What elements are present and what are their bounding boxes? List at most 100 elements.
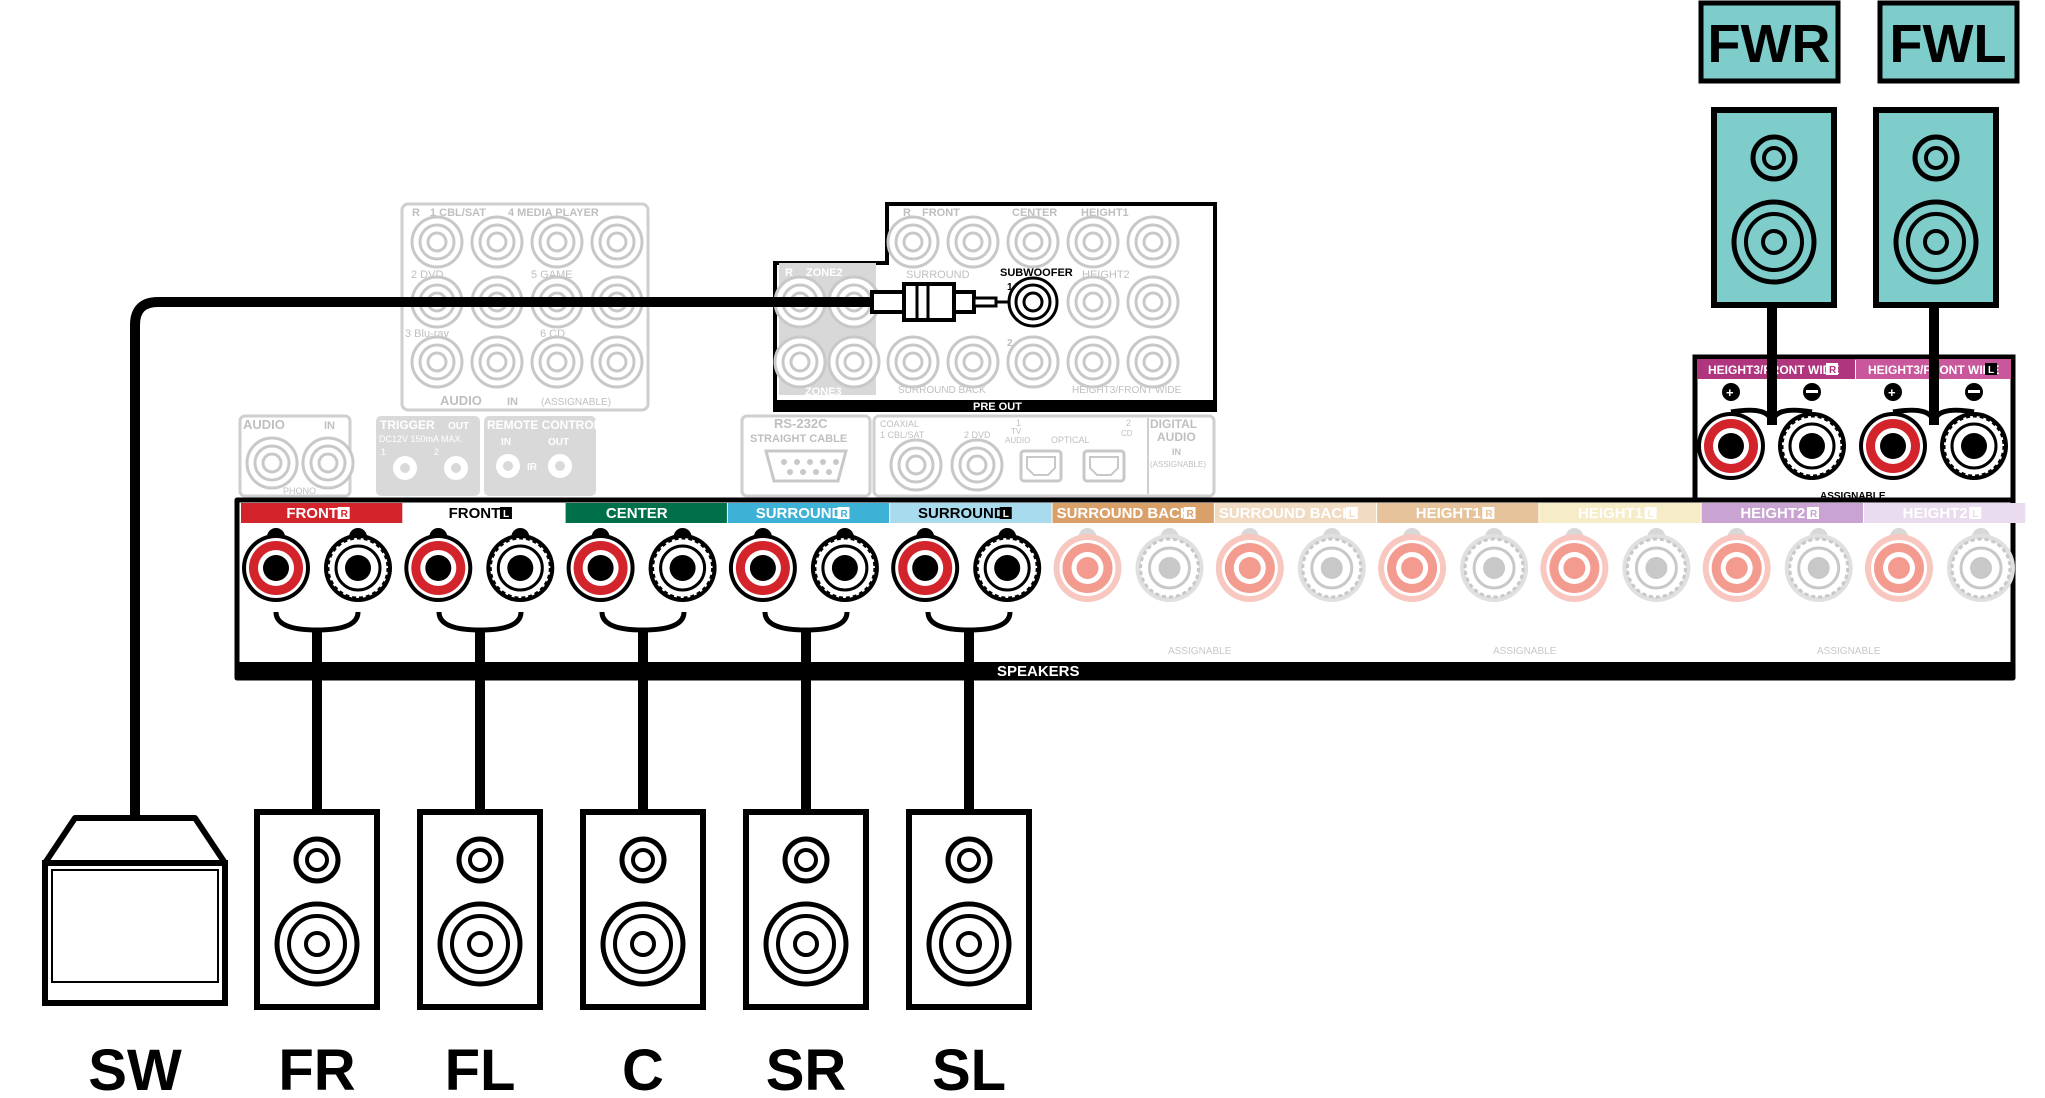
channel-label: FRONT [286, 505, 338, 522]
assignable-label: ASSIGNABLE [1493, 646, 1557, 657]
minus-terminal [1458, 532, 1530, 604]
minus-terminal [1134, 532, 1205, 604]
rca-jack [470, 215, 524, 269]
channel-label: SURROUND BACK [1057, 505, 1191, 522]
label-fr: FR [278, 1038, 355, 1098]
svg-text:R: R [412, 207, 420, 219]
label-sl: SL [932, 1038, 1006, 1098]
channel-label: HEIGHT2 [1903, 505, 1968, 522]
zone3-label: ZONE3 [805, 386, 842, 398]
fwl-label: FWL [1890, 14, 2007, 74]
minus-terminal [809, 532, 881, 604]
coax-cbl: 1 CBL/SAT [880, 430, 925, 440]
audio-in-cbl-sat: 1 CBL/SAT [430, 207, 486, 219]
fwl-label-box: FWL [1877, 0, 2020, 84]
channel-side: R [1485, 509, 1493, 520]
zone2-r: R [785, 267, 793, 279]
subwoofer-cable [130, 282, 1008, 818]
plus-terminal [1378, 534, 1447, 602]
plus-terminal [1215, 534, 1284, 602]
label-fl: FL [445, 1038, 516, 1098]
remote-label: REMOTE CONTROL [487, 418, 601, 432]
rca-jack [1006, 335, 1060, 389]
pre-out-panel: PRE OUT R ZONE2 ZONE3 R FRONT CENTER HEI… [773, 202, 1217, 413]
speaker-c [583, 812, 703, 1007]
height3-assignable: ASSIGNABLE [1820, 491, 1886, 502]
opt-tv: TV [1011, 427, 1022, 436]
plus-terminal [242, 534, 310, 602]
rca-jack [1066, 215, 1120, 269]
plus-terminal [728, 534, 797, 602]
minus-terminal [971, 532, 1043, 604]
pre-out-surround-back: SURROUND BACK [898, 385, 986, 396]
channel-side: R [341, 509, 349, 520]
remote-control-panel: REMOTE CONTROL IN OUT IR [484, 416, 601, 496]
channel-label: HEIGHT1 [1416, 505, 1481, 522]
minus-terminal [1296, 532, 1368, 604]
fwr-label-box: FWR [1698, 0, 1841, 84]
height3-fw-l-side: L [1988, 365, 1994, 376]
speaker-terminals: +++++++++++ [242, 528, 2017, 604]
svg-text:+: + [1726, 385, 1734, 400]
rca-jack [1006, 215, 1060, 269]
subwoofer-2: 2 [1007, 338, 1013, 349]
channel-side-box [1482, 507, 1495, 519]
channel-side-box [1644, 507, 1657, 519]
label-sw: SW [88, 1038, 182, 1098]
plus-terminal [1540, 534, 1609, 602]
channel-header-bg [1701, 503, 1863, 523]
assignable-label: ASSIGNABLE [1817, 646, 1881, 657]
subwoofer-label: SUBWOOFER [1000, 267, 1073, 279]
trigger-2: 2 [434, 447, 439, 457]
audio-in-in: IN [507, 396, 518, 408]
speaker-fl [420, 812, 540, 1007]
channel-header-bg [241, 503, 403, 523]
minus-terminal [484, 532, 556, 604]
plus-terminal [1053, 534, 1122, 602]
channel-side: L [503, 509, 509, 520]
zone2-label: ZONE2 [806, 267, 843, 279]
opt-cd-num: 2 [1126, 418, 1131, 428]
channel-label: SURROUND BACK [1219, 505, 1353, 522]
channel-header: CENTER [565, 503, 727, 523]
fwl-minus-terminal [1938, 410, 2010, 482]
rca-jack [1126, 215, 1180, 269]
coaxial-label: COAXIAL [880, 419, 919, 429]
remote-out: OUT [548, 437, 569, 448]
phono-audio: AUDIO [243, 417, 285, 432]
plus-terminal [404, 534, 473, 602]
channel-side-box [337, 507, 350, 519]
opt-cd: CD [1121, 429, 1133, 438]
speaker-sr [746, 812, 866, 1007]
speaker-cables [273, 300, 1975, 810]
speaker-fr [257, 812, 377, 1007]
opt-tv-audio: AUDIO [1005, 436, 1030, 445]
digital-in: IN [1172, 447, 1181, 457]
phono-label: PHONO [283, 486, 316, 496]
pre-out-height3-front-wide: HEIGHT3/FRONT WIDE [1072, 385, 1182, 396]
minus-terminal [647, 532, 719, 604]
audio-in-label: AUDIO [440, 393, 482, 408]
height3-front-wide-block: HEIGHT3/FRONT WIDE HEIGHT3/FRONT WIDE R … [1692, 354, 2016, 503]
rca-jack [827, 335, 881, 389]
label-c: C [622, 1038, 664, 1098]
rca-jack [886, 215, 940, 269]
remote-ir: IR [527, 462, 538, 473]
minus-terminal [1945, 532, 2017, 604]
rca-jack [1066, 275, 1120, 329]
rca-jack [1126, 275, 1180, 329]
rca-jack [1126, 335, 1180, 389]
channel-side-box [1806, 507, 1819, 519]
fwr-plus-terminal [1697, 412, 1765, 480]
minus-terminal [1783, 532, 1855, 604]
rca-jack [590, 215, 644, 269]
label-sr: SR [766, 1038, 847, 1098]
channel-side: L [1648, 509, 1654, 520]
fwr-label: FWR [1708, 14, 1831, 74]
